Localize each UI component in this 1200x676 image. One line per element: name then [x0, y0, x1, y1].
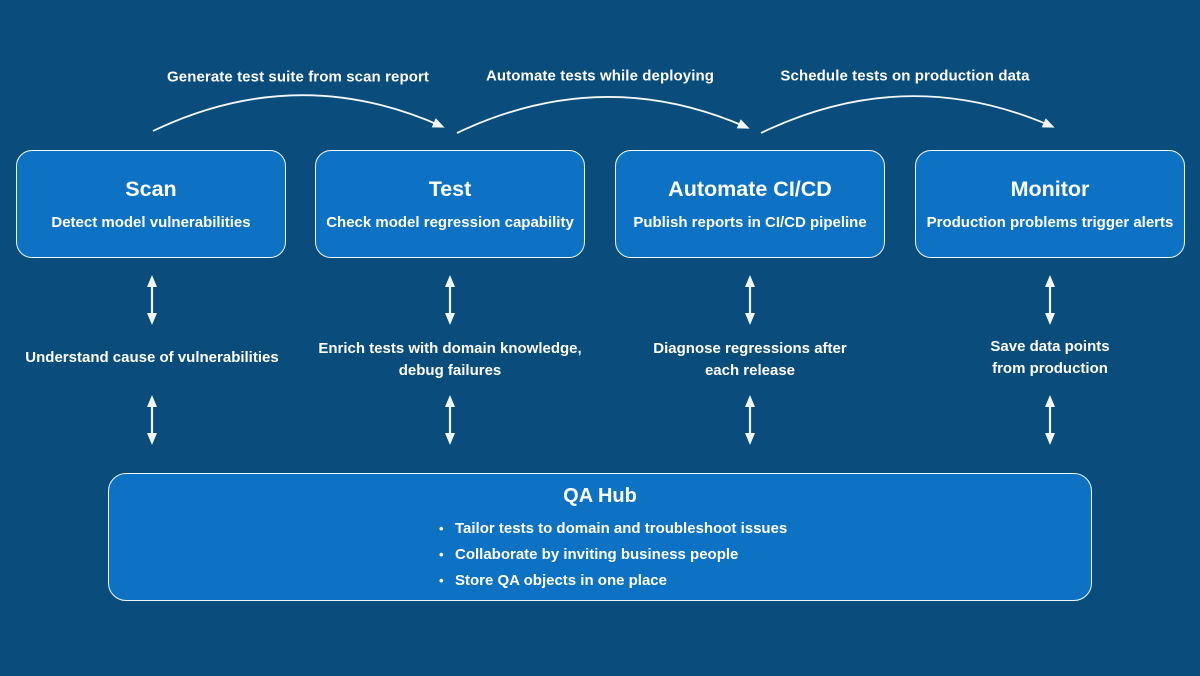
stage-title: Scan [125, 176, 177, 201]
flow-label-automate-to-monitor: Schedule tests on production data [780, 67, 1030, 85]
stage-subtitle: Check model regression capability [326, 213, 574, 231]
qa-hub-bullet: Store QA objects in one place [439, 568, 1091, 594]
qa-hub-bullet: Collaborate by inviting business people [439, 542, 1091, 568]
qa-hub-bullet-list: Tailor tests to domain and troubleshoot … [439, 516, 1091, 594]
note-under-test: Enrich tests with domain knowledge, debu… [318, 340, 582, 379]
curved-arrow-test-to-automate [456, 96, 750, 134]
note-under-monitor: Save data points from production [990, 338, 1110, 377]
qa-hub-bullet: Tailor tests to domain and troubleshoot … [439, 516, 1091, 542]
stage-card-scan: Scan Detect model vulnerabilities [16, 150, 286, 258]
stage-title: Monitor [1010, 176, 1090, 201]
note-under-automate-cicd: Diagnose regressions after each release [653, 340, 847, 379]
curved-arrow-scan-to-test [152, 94, 445, 132]
stage-card-monitor: Monitor Production problems trigger aler… [915, 150, 1185, 258]
stage-card-test: Test Check model regression capability [315, 150, 585, 258]
flow-label-test-to-automate: Automate tests while deploying [485, 67, 715, 85]
qa-hub-title: QA Hub [563, 485, 637, 507]
stage-subtitle: Production problems trigger alerts [926, 213, 1174, 231]
stage-title: Automate CI/CD [668, 176, 832, 201]
note-under-scan: Understand cause of vulnerabilities [25, 349, 279, 366]
curved-arrow-automate-to-monitor [760, 95, 1055, 134]
stage-card-automate-cicd: Automate CI/CD Publish reports in CI/CD … [615, 150, 885, 258]
stage-subtitle: Publish reports in CI/CD pipeline [633, 213, 867, 231]
stage-subtitle: Detect model vulnerabilities [51, 213, 251, 231]
stage-title: Test [428, 176, 472, 201]
flow-label-scan-to-test: Generate test suite from scan report [166, 68, 430, 86]
qa-hub-card: QA Hub Tailor tests to domain and troubl… [108, 473, 1092, 601]
